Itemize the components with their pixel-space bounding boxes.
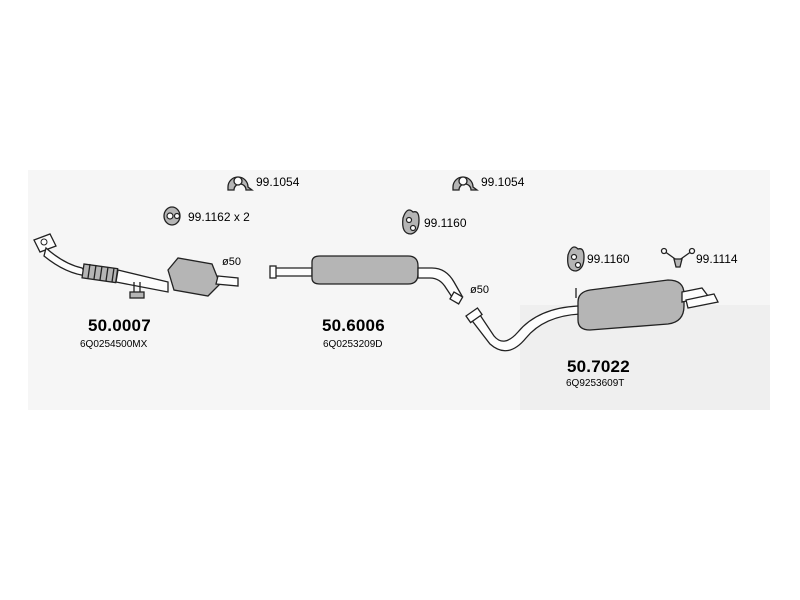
clamp-icon [227,176,254,191]
rubber-mount-label-3: 99.1160 [587,252,630,266]
oem-number-3: 6Q9253609T [566,378,625,389]
diameter-label-1: ø50 [222,256,241,268]
part-number-1: 50.0007 [88,316,151,335]
rear-silencer [465,279,719,352]
diameter-label-2: ø50 [470,284,489,296]
rubber-mount-icon [163,206,181,226]
rubber-mount-label-2: 99.1160 [424,216,467,230]
oem-number-1: 6Q0254500MX [80,339,148,350]
part-number-3: 50.7022 [567,357,630,376]
part-number-2: 50.6006 [322,316,385,335]
bracket-label: 99.1114 [696,252,738,266]
clamp-icon [452,176,479,191]
clamp-label-1: 99.1054 [256,175,300,189]
oem-number-2: 6Q0253209D [323,339,383,350]
bracket-icon [660,247,696,268]
front-pipe-catalyst [33,233,239,299]
rubber-mount-label-1: 99.1162 x 2 [188,210,250,224]
clamp-label-2: 99.1054 [481,175,525,189]
rubber-mount-icon [567,246,585,272]
rubber-mount-icon [402,209,420,235]
center-silencer [269,255,464,305]
